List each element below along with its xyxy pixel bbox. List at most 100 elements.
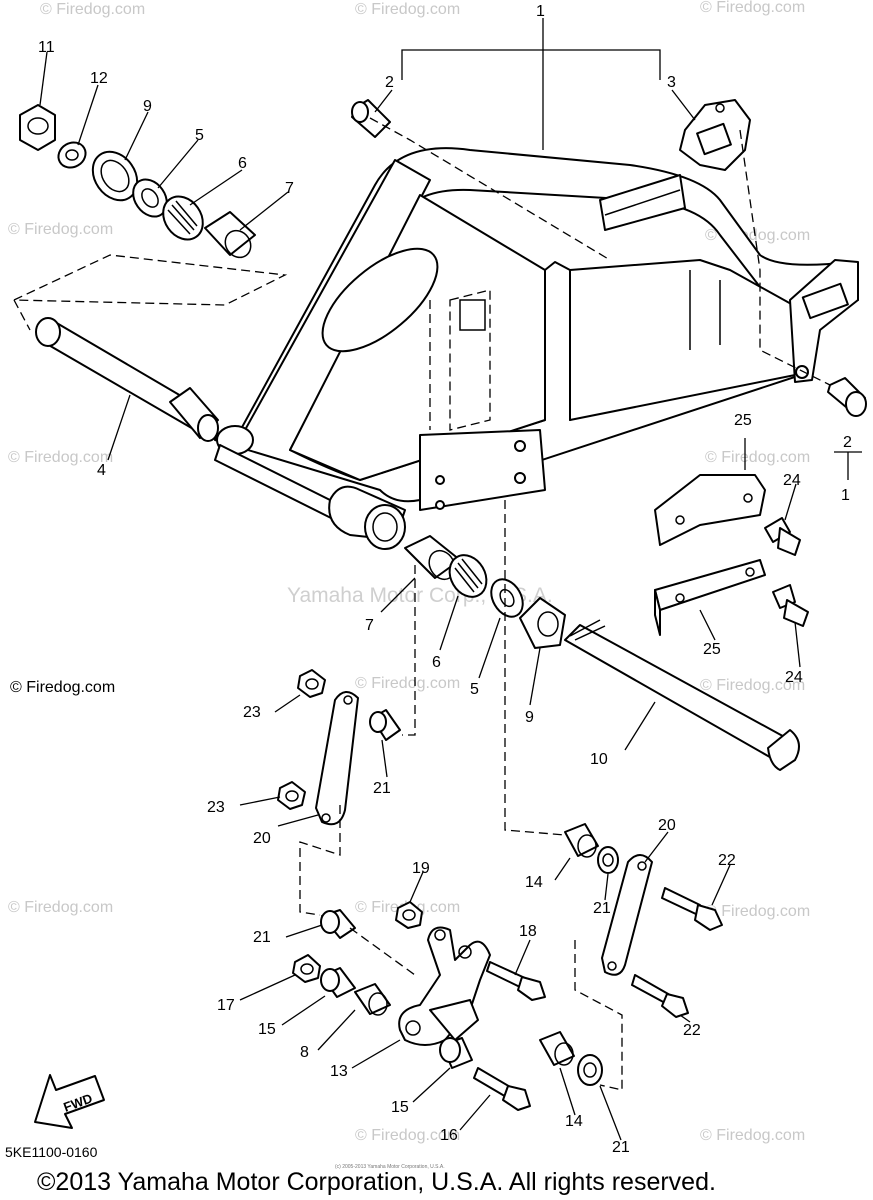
bolt-22-b (631, 974, 689, 1018)
collar-15-b (439, 1037, 473, 1069)
callout-8: 8 (300, 1044, 309, 1061)
diagram-code: 5KE1100-0160 (5, 1144, 98, 1160)
watermark: © Firedog.com (700, 677, 805, 694)
callout-23: 23 (207, 799, 225, 816)
callout-21: 21 (253, 929, 271, 946)
washer-5-mid (490, 578, 524, 618)
callout-22: 22 (718, 852, 736, 869)
collar-21-b (597, 846, 619, 874)
fwd-arrow: FWD (34, 1074, 105, 1129)
callout-5: 5 (470, 681, 479, 698)
callout-1: 1 (841, 487, 850, 504)
tiny-copyright: (c) 2005-2013 Yamaha Motor Corporation, … (335, 1164, 445, 1170)
callout-24: 24 (785, 669, 803, 686)
callout-21: 21 (593, 900, 611, 917)
watermark: © Firedog.com (355, 1, 460, 18)
pivot-shaft-4 (35, 317, 219, 442)
collar-21-d (577, 1054, 603, 1086)
callout-3: 3 (667, 74, 676, 91)
callout-2: 2 (385, 74, 394, 91)
callout-4: 4 (97, 462, 106, 479)
watermark: © Firedog.com (8, 221, 113, 238)
bolt-24-b (772, 584, 809, 627)
callout-16: 16 (440, 1127, 458, 1144)
nut-17 (292, 954, 321, 983)
callout-6: 6 (238, 155, 247, 172)
watermark: © Firedog.com (705, 449, 810, 466)
oil-seal-6-mid (448, 554, 488, 598)
bolt-24-a (764, 517, 801, 556)
bolt-22-a (661, 887, 723, 931)
bracket-lines (401, 18, 862, 480)
callout-6: 6 (432, 654, 441, 671)
leader-lines (39, 51, 801, 1141)
watermark: © Firedog.com (700, 1127, 805, 1144)
callout-9: 9 (525, 709, 534, 726)
copyright-notice: ©2013 Yamaha Motor Corporation, U.S.A. A… (37, 1168, 716, 1196)
callout-17: 17 (217, 997, 235, 1014)
watermark: © Firedog.com (700, 0, 805, 16)
assembly-lines (13, 117, 831, 1091)
bearing-14-b (539, 1031, 575, 1066)
callout-20: 20 (253, 830, 271, 847)
callout-19: 19 (412, 860, 430, 877)
connecting-rod-20-left (315, 691, 359, 826)
callout-7: 7 (365, 617, 374, 634)
watermark: © Firedog.com (355, 1127, 460, 1144)
bolt-16 (473, 1067, 531, 1111)
callout-21: 21 (612, 1139, 630, 1156)
callout-1: 1 (536, 3, 545, 20)
callout-20: 20 (658, 817, 676, 834)
callout-25: 25 (734, 412, 752, 429)
watermark: © Firedog.com (40, 1, 145, 18)
callout-2: 2 (843, 434, 852, 451)
firedog-label: © Firedog.com (10, 679, 115, 696)
callout-22: 22 (683, 1022, 701, 1039)
nut-23-a (297, 669, 326, 698)
collar-9-mid (519, 597, 566, 649)
callout-10: 10 (590, 751, 608, 768)
bearing-8 (354, 983, 391, 1016)
callout-15: 15 (391, 1099, 409, 1116)
nut-11 (19, 104, 56, 151)
yamaha-watermark: Yamaha Motor Corp., U.S.A. (287, 584, 553, 607)
callout-21: 21 (373, 780, 391, 797)
callout-5: 5 (195, 127, 204, 144)
bolt-18 (486, 961, 546, 1001)
relay-arm-13 (398, 926, 491, 1046)
callout-12: 12 (90, 70, 108, 87)
watermark: © Firedog.com (8, 449, 113, 466)
plate-3 (679, 99, 751, 171)
washer-5 (132, 178, 168, 218)
oil-seal-6 (162, 195, 204, 241)
callout-14: 14 (525, 874, 543, 891)
callout-23: 23 (243, 704, 261, 721)
bearing-7 (204, 211, 256, 259)
bracket-25-upper (654, 474, 766, 546)
collar-21-a (369, 709, 401, 741)
bushing-2-right (827, 377, 867, 417)
collar-21-c (320, 909, 356, 939)
callout-18: 18 (519, 923, 537, 940)
swingarm (214, 147, 859, 550)
callout-25: 25 (703, 641, 721, 658)
connecting-rod-20-right (601, 854, 653, 976)
collar-9 (91, 150, 139, 202)
watermark: © Firedog.com (8, 899, 113, 916)
shaft-10 (564, 619, 800, 771)
callout-14: 14 (565, 1113, 583, 1130)
collar-15-a (320, 967, 356, 998)
callout-11: 11 (38, 39, 55, 56)
callout-15: 15 (258, 1021, 276, 1038)
washer-12 (57, 141, 87, 169)
bearing-14-a (564, 823, 599, 858)
callouts: 1 1 2 2 3 4 5 5 6 6 7 7 8 9 9 10 11 12 1… (38, 3, 852, 1156)
callout-9: 9 (143, 98, 152, 115)
callout-24: 24 (783, 472, 801, 489)
callout-13: 13 (330, 1063, 348, 1080)
watermark: © Firedog.com (355, 675, 460, 692)
nut-23-b (277, 781, 306, 810)
callout-7: 7 (285, 180, 294, 197)
watermark: © Firedog.com (705, 903, 810, 920)
